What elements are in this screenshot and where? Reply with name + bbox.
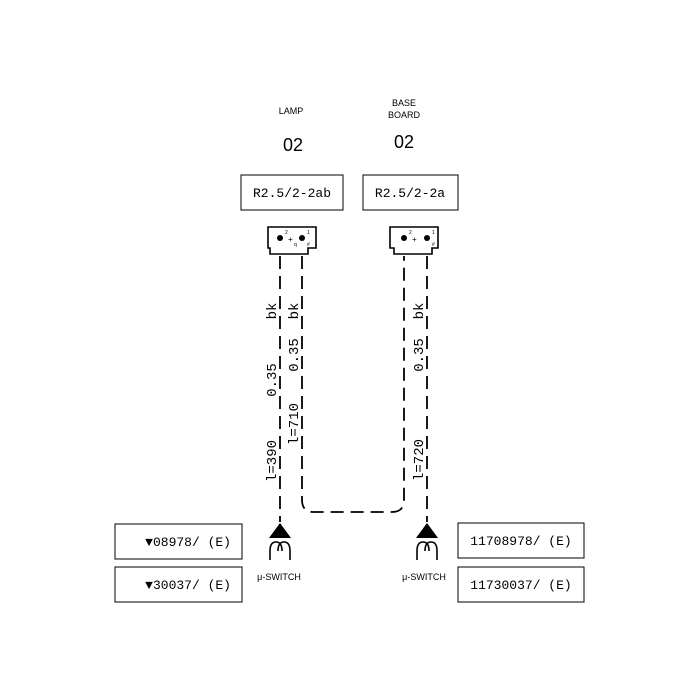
svg-text:bk: bk xyxy=(287,303,303,320)
svg-text:l=720: l=720 xyxy=(412,439,428,481)
wire-label-left: 0.35 xyxy=(265,363,281,397)
wire-color-right: bk xyxy=(412,303,428,320)
switch-icon xyxy=(416,523,438,560)
connector-title-lamp: LAMP xyxy=(279,106,304,116)
switch-icon xyxy=(269,523,291,560)
part-number-box: 11708978/ (E) xyxy=(457,522,585,559)
connector-symbol-base: 2 + 1 # xyxy=(389,226,439,255)
connector-title-base-line2: BOARD xyxy=(388,110,421,120)
pin-icon xyxy=(424,235,430,241)
connector-symbol-lamp: 2 + 1 q # xyxy=(267,226,317,255)
wire-color-left: bk xyxy=(265,303,281,320)
switch-label-left: μ-SWITCH xyxy=(257,572,301,582)
wire-color-middle: bk xyxy=(287,303,303,320)
svg-text:1: 1 xyxy=(432,230,435,236)
part-number-left-1: ▼08978/ (E) xyxy=(145,535,231,550)
svg-text:+: + xyxy=(412,235,417,244)
connector-number-base: 02 xyxy=(394,132,414,152)
svg-text:bk: bk xyxy=(265,303,281,320)
part-number-right-2: 11730037/ (E) xyxy=(470,578,571,593)
wire-label-right: 0.35 xyxy=(412,338,428,372)
connector-number-lamp: 02 xyxy=(283,135,303,155)
part-code-lamp: R2.5/2-2ab xyxy=(253,186,331,201)
part-number-box: ▼30037/ (E) xyxy=(114,566,243,603)
wire-length-middle: l=710 xyxy=(287,403,303,445)
wire-length-right: l=720 xyxy=(412,439,428,481)
wire-loop xyxy=(301,256,405,513)
svg-text:bk: bk xyxy=(412,303,428,320)
svg-text:0.35: 0.35 xyxy=(412,338,428,372)
part-number-left-2: ▼30037/ (E) xyxy=(145,578,231,593)
svg-text:q: q xyxy=(294,242,297,248)
svg-text:#: # xyxy=(307,242,310,248)
part-number-box: ▼08978/ (E) xyxy=(114,523,243,560)
svg-text:0.35: 0.35 xyxy=(287,338,303,372)
part-number-right-1: 11708978/ (E) xyxy=(470,534,571,549)
svg-text:0.35: 0.35 xyxy=(265,363,281,397)
svg-text:#: # xyxy=(432,242,435,248)
svg-text:2: 2 xyxy=(409,230,412,236)
part-code-box-lamp: R2.5/2-2ab xyxy=(240,174,344,211)
connector-title-base-line1: BASE xyxy=(392,98,416,108)
wire-label-middle: 0.35 xyxy=(287,338,303,372)
part-code-base: R2.5/2-2a xyxy=(375,186,445,201)
switch-label-right: μ-SWITCH xyxy=(402,572,446,582)
pin-icon xyxy=(401,235,407,241)
svg-text:l=710: l=710 xyxy=(287,403,303,445)
part-number-box: 11730037/ (E) xyxy=(457,566,585,603)
pin-icon xyxy=(299,235,305,241)
svg-text:l=390: l=390 xyxy=(265,440,281,482)
part-code-box-base: R2.5/2-2a xyxy=(362,174,459,211)
svg-text:+: + xyxy=(288,235,293,244)
pin-icon xyxy=(277,235,283,241)
wire-length-left: l=390 xyxy=(265,440,281,482)
svg-text:1: 1 xyxy=(307,230,310,236)
svg-text:2: 2 xyxy=(285,230,288,236)
